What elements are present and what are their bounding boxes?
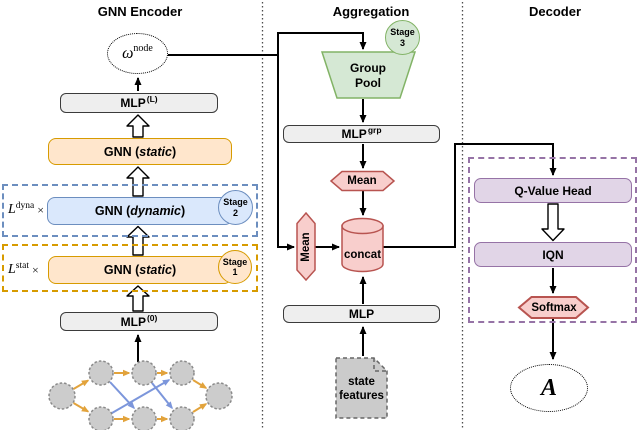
group-pool-label: Group Pool bbox=[350, 61, 386, 90]
mlp-0-label: MLP bbox=[120, 314, 146, 329]
note-fold bbox=[373, 358, 387, 372]
static-edge bbox=[72, 379, 90, 390]
omega-superscript: node bbox=[133, 43, 153, 54]
block-arrow-gnnstatic-to-mlpL bbox=[126, 114, 150, 138]
static-edge bbox=[192, 403, 208, 413]
mlp-L-label: MLP bbox=[120, 96, 146, 110]
gnn-static-1-label: GNN ( bbox=[103, 263, 140, 277]
arrow-junction-to-grouppool bbox=[278, 32, 367, 50]
block-arrows bbox=[126, 114, 565, 312]
gnn-dynamic-label: GNN ( bbox=[94, 204, 131, 218]
connector-lines bbox=[134, 32, 557, 362]
mlp-grp-label: MLP bbox=[341, 127, 367, 141]
mean-top-label: Mean bbox=[347, 175, 377, 187]
mean-left-label: Mean bbox=[300, 232, 312, 262]
graph-node bbox=[169, 406, 195, 430]
graph-node bbox=[48, 382, 76, 410]
concat-cylinder-top bbox=[341, 217, 384, 235]
iqn-box: IQN bbox=[474, 242, 632, 267]
mlp-label: MLP bbox=[348, 307, 375, 321]
iqn-label: IQN bbox=[542, 247, 564, 262]
softmax-label: Softmax bbox=[531, 301, 577, 314]
state-features-note bbox=[335, 357, 388, 419]
mlp-box: MLP bbox=[283, 305, 440, 323]
gnn-static-1-box: GNN (static) bbox=[48, 256, 232, 284]
graph-static-edges bbox=[72, 369, 208, 423]
mlp-0-superscript: (0) bbox=[146, 312, 158, 323]
graph-node bbox=[205, 382, 233, 410]
dynamic-edge bbox=[109, 381, 136, 410]
softmax-hexagon bbox=[517, 296, 590, 319]
block-arrow-gnndynamic-to-gnnstatic bbox=[126, 166, 150, 197]
decoder-container bbox=[468, 157, 637, 323]
graph-node bbox=[131, 406, 157, 430]
stage-2-badge: Stage 2 bbox=[218, 190, 253, 225]
gnn-dynamic-box: GNN (dynamic) bbox=[47, 197, 233, 225]
group-pool-trapezoid bbox=[320, 51, 417, 99]
action-set-symbol: A bbox=[540, 374, 557, 401]
omega-symbol: ω bbox=[122, 44, 134, 62]
state-features-label: state features bbox=[339, 376, 384, 402]
mlp-grp-superscript: grp bbox=[367, 125, 382, 135]
concat-cylinder-body bbox=[341, 225, 384, 273]
q-value-head-label: Q-Value Head bbox=[514, 183, 592, 198]
mlp-L-box: MLP(L) bbox=[60, 93, 218, 113]
graph-nodes bbox=[48, 360, 233, 430]
stage-1-badge: Stage 1 bbox=[218, 250, 252, 284]
arrow-concat-to-qvaluehead bbox=[383, 143, 557, 248]
action-set-ellipse: A bbox=[510, 364, 588, 412]
dynamic-edge bbox=[151, 382, 173, 410]
encoder-title: GNN Encoder bbox=[97, 4, 183, 19]
graph-node bbox=[131, 360, 157, 386]
gnn-static-top-box: GNN (static) bbox=[48, 138, 232, 165]
aggregation-title: Aggregation bbox=[332, 4, 410, 19]
static-stage-container bbox=[2, 244, 258, 292]
mlp-0-box: MLP(0) bbox=[60, 312, 218, 331]
graph-node bbox=[88, 406, 114, 430]
dynamic-stage-container bbox=[2, 184, 258, 237]
concat-label: concat bbox=[343, 249, 382, 261]
graph-dynamic-edges bbox=[109, 379, 173, 414]
mlp-L-superscript: (L) bbox=[146, 94, 158, 104]
decoder-title: Decoder bbox=[528, 4, 582, 19]
static-edge bbox=[72, 402, 90, 413]
static-edge bbox=[192, 379, 208, 389]
mean-hexagon-left bbox=[296, 211, 316, 282]
column-dividers bbox=[261, 2, 464, 428]
note-body bbox=[335, 357, 388, 419]
input-graph bbox=[48, 360, 233, 430]
concat-cylinder bbox=[341, 217, 384, 273]
block-arrow-qvaluehead-to-iqn bbox=[541, 203, 565, 242]
graph-node bbox=[88, 360, 114, 386]
mean-hexagon-top bbox=[329, 170, 396, 192]
graph-node bbox=[169, 360, 195, 386]
stage-3-badge: Stage 3 bbox=[385, 20, 420, 55]
q-value-head-box: Q-Value Head bbox=[474, 178, 632, 203]
gnn-static-top-label: GNN ( bbox=[103, 144, 140, 159]
dynamic-edge bbox=[111, 379, 171, 414]
block-arrow-gnnstatic1-to-gnndynamic bbox=[126, 225, 150, 256]
